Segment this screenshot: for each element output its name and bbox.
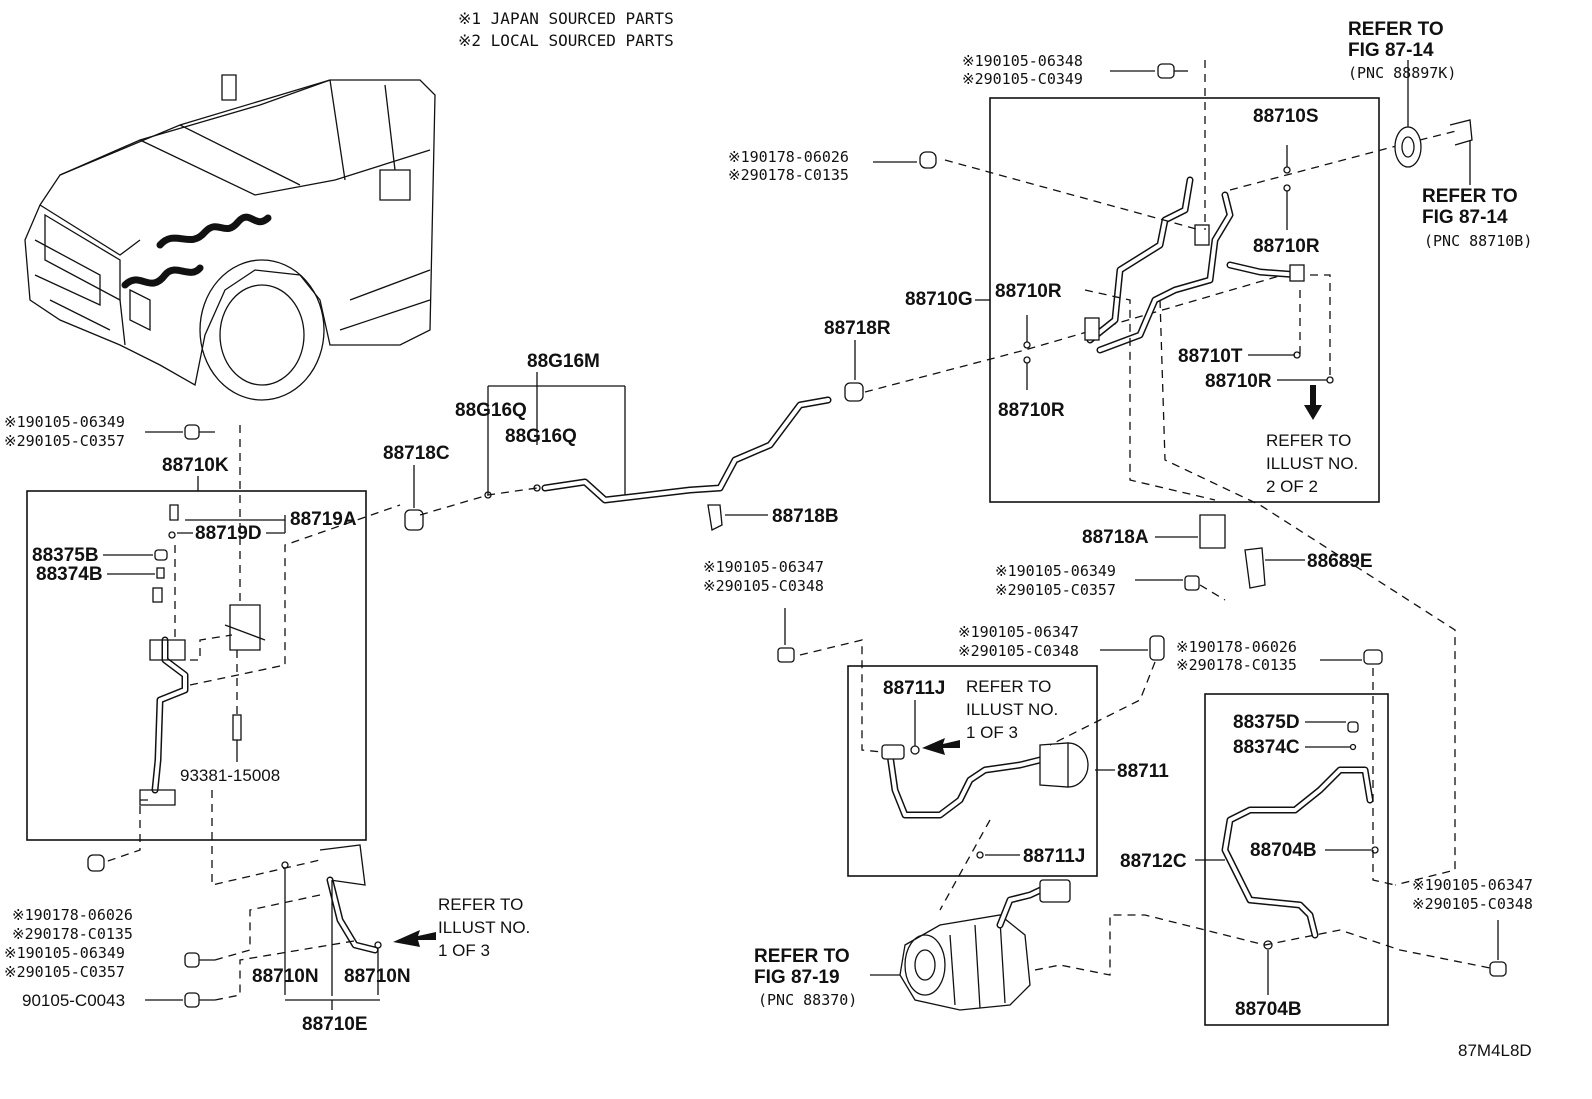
ref-illust-1of3-mid-line2: ILLUST NO. [966, 700, 1058, 719]
fastener-top-center-2: ※290105-C0349 [962, 70, 1083, 88]
fastener-right-2-1: ※190105-06347 [1412, 876, 1533, 894]
connector-fig-87-14 [1394, 60, 1473, 185]
label-88711J-a: 88711J [883, 678, 945, 699]
ref-fig-bottom-line2: FIG 87-19 [754, 967, 840, 988]
fastener-mid-2-2: ※290105-C0357 [995, 581, 1116, 599]
ref-fig-top-b-line2: FIG 87-14 [1422, 207, 1508, 228]
mid-assembly-parts [777, 635, 1491, 976]
fastener-mid-2-1: ※190105-06349 [995, 562, 1116, 580]
pipe-88G16M [404, 269, 1301, 531]
label-88718C: 88718C [383, 443, 450, 464]
fastener-mid-3-1: ※190105-06347 [958, 623, 1079, 641]
label-88710R-d: 88710R [1205, 371, 1272, 392]
left-assembly-parts [104, 425, 401, 863]
ref-fig-top-a-line1: REFER TO [1348, 19, 1444, 40]
fastener-right-2-2: ※290105-C0348 [1412, 895, 1533, 913]
label-88689E: 88689E [1307, 551, 1373, 572]
label-88710T: 88710T [1178, 346, 1243, 367]
note-local-sourced: ※2 LOCAL SOURCED PARTS [458, 31, 674, 50]
fastener-right-1-2: ※290178-C0135 [1176, 656, 1297, 674]
fastener-top-center-1: ※190105-06348 [962, 52, 1083, 70]
vehicle-illustration [24, 74, 436, 401]
label-90105-C0043: 90105-C0043 [22, 991, 125, 1010]
ref-illust-2of2-line1: REFER TO [1266, 431, 1351, 450]
label-88G16Q-b: 88G16Q [505, 426, 577, 447]
fastener-left-low-2-2: ※290105-C0357 [4, 963, 125, 981]
fastener-top-left-2: ※290178-C0135 [728, 166, 849, 184]
label-88710N-a: 88710N [252, 966, 319, 987]
left-assembly-box [26, 490, 367, 841]
fastener-right-1-1: ※190178-06026 [1176, 638, 1297, 656]
fastener-left-low-1-1: ※190178-06026 [12, 906, 133, 924]
label-88712C: 88712C [1120, 851, 1187, 872]
ref-fig-bottom-line1: REFER TO [754, 946, 850, 967]
ref-fig-bottom-line3: (PNC 88370) [758, 991, 857, 1009]
ref-illust-2of2-line3: 2 OF 2 [1266, 477, 1318, 496]
ref-illust-1of3-mid-line3: 1 OF 3 [966, 723, 1018, 742]
fastener-left-low-1-2: ※290178-C0135 [12, 925, 133, 943]
lower-left-parts [87, 424, 436, 1010]
ref-illust-2of2-line2: ILLUST NO. [1266, 454, 1358, 473]
label-88704B-b: 88704B [1235, 999, 1302, 1020]
label-93381-15008: 93381-15008 [180, 766, 280, 785]
fastener-mid-1-1: ※190105-06347 [703, 558, 824, 576]
label-88718B: 88718B [772, 506, 839, 527]
label-88710R-a: 88710R [1253, 236, 1320, 257]
fastener-top-left-1: ※190178-06026 [728, 148, 849, 166]
diagram-code: 87M4L8D [1458, 1041, 1532, 1060]
ref-illust-1of3-left-line3: 1 OF 3 [438, 941, 490, 960]
label-88710K: 88710K [162, 455, 229, 476]
label-88711J-b: 88711J [1023, 846, 1085, 867]
compressor-illustration [870, 879, 1071, 1011]
label-88719D: 88719D [195, 523, 262, 544]
note-japan-sourced: ※1 JAPAN SOURCED PARTS [458, 9, 674, 28]
fastener-mid-1-2: ※290105-C0348 [703, 577, 824, 595]
label-88710E: 88710E [302, 1014, 368, 1035]
fastener-mid-3-2: ※290105-C0348 [958, 642, 1079, 660]
label-88710N-b: 88710N [344, 966, 411, 987]
label-88710R-c: 88710R [998, 400, 1065, 421]
fastener-left-upper-2: ※290105-C0357 [4, 432, 125, 450]
right-assembly-parts [1195, 649, 1507, 995]
label-88718R: 88718R [824, 318, 891, 339]
ref-illust-1of3-left-line2: ILLUST NO. [438, 918, 530, 937]
label-88704B-a: 88704B [1250, 840, 1317, 861]
fastener-left-low-2-1: ※190105-06349 [4, 944, 125, 962]
label-88719A: 88719A [290, 509, 357, 530]
label-88710R-b: 88710R [995, 281, 1062, 302]
top-right-assembly-parts [944, 60, 1461, 886]
fastener-graphics [145, 63, 1362, 1001]
ref-fig-top-b-line3: (PNC 88710B) [1424, 232, 1532, 250]
bracket-parts [1155, 514, 1305, 601]
mid-assembly-box [847, 665, 1098, 877]
label-88375D: 88375D [1233, 712, 1300, 733]
label-88711: 88711 [1117, 761, 1169, 782]
ref-illust-1of3-mid-line1: REFER TO [966, 677, 1051, 696]
label-88710S: 88710S [1253, 106, 1319, 127]
label-88G16Q-a: 88G16Q [455, 400, 527, 421]
ref-fig-top-b-line1: REFER TO [1422, 186, 1518, 207]
label-88G16M: 88G16M [527, 351, 600, 372]
ref-fig-top-a-line2: FIG 87-14 [1348, 40, 1434, 61]
label-88374C: 88374C [1233, 737, 1300, 758]
label-88374B: 88374B [36, 564, 103, 585]
label-88710G: 88710G [905, 289, 973, 310]
ref-illust-1of3-left-line1: REFER TO [438, 895, 523, 914]
ref-fig-top-a-line3: (PNC 88897K) [1348, 64, 1456, 82]
label-88718A: 88718A [1082, 527, 1149, 548]
fastener-left-upper-1: ※190105-06349 [4, 413, 125, 431]
label-88375B: 88375B [32, 545, 99, 566]
